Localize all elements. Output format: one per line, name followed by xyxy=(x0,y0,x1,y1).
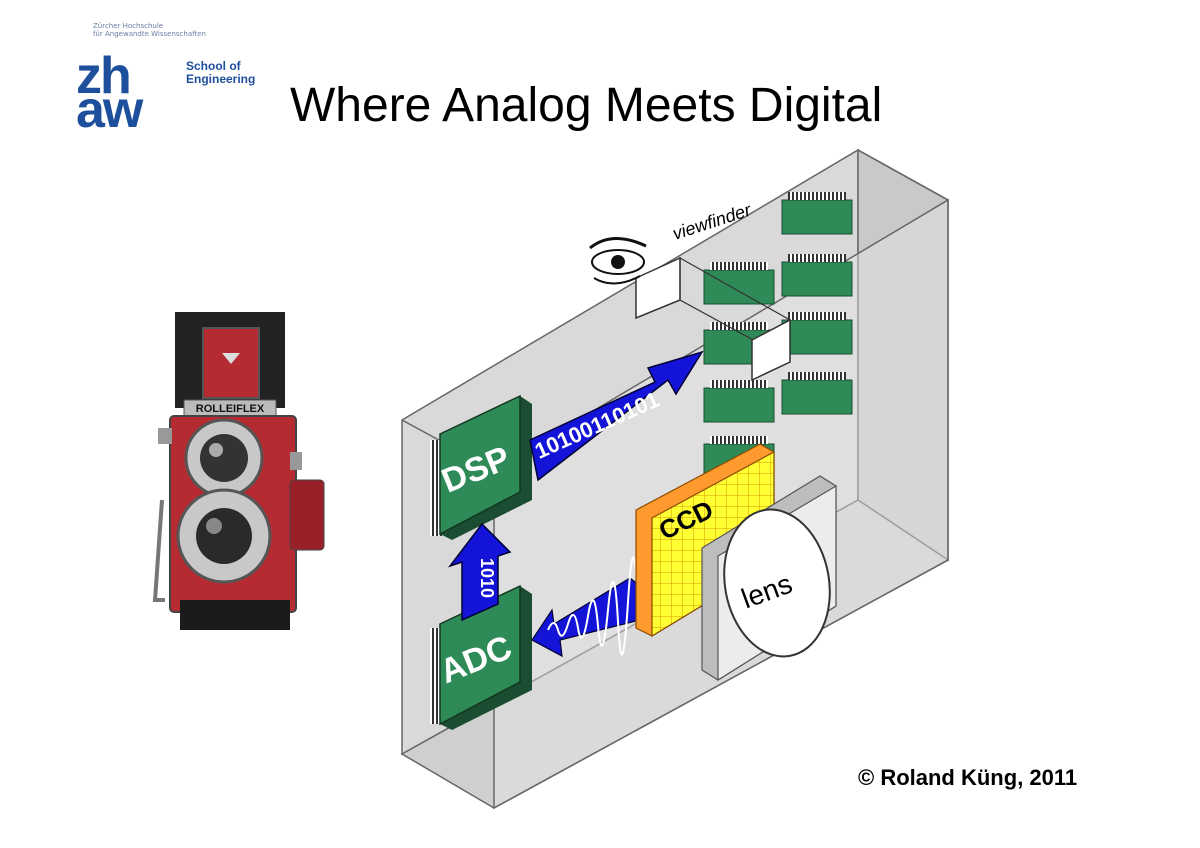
lens-disk xyxy=(723,508,831,658)
camera-lens-glint-2 xyxy=(206,518,222,534)
rolleiflex-camera-image: ROLLEIFLEX xyxy=(152,312,325,630)
memory-chip xyxy=(781,312,853,355)
memory-chip xyxy=(781,192,853,235)
camera-base xyxy=(180,600,290,630)
bits-vertical-label: 1010 xyxy=(477,558,497,598)
camera-brand-label: ROLLEIFLEX xyxy=(196,403,265,415)
logo-school-line1: School of xyxy=(186,59,241,73)
memory-chip xyxy=(703,262,775,305)
logo-aw: aw xyxy=(76,81,143,139)
memory-chips xyxy=(703,192,853,479)
logo-institution-line1: Zürcher Hochschule xyxy=(93,22,164,30)
logo-institution-line2: für Angewandte Wissenschaften xyxy=(93,30,206,38)
camera-strap xyxy=(152,499,165,602)
lens-element: lens xyxy=(701,475,837,682)
camera-knob xyxy=(290,452,302,470)
analog-waveform xyxy=(547,556,639,656)
memory-chip xyxy=(703,380,775,423)
logo-school-line2: Engineering xyxy=(186,72,256,86)
camera-taking-lens xyxy=(196,508,252,564)
camera-viewing-lens xyxy=(200,434,248,482)
digital-data-arrow-to-dsp: 1010 xyxy=(447,522,512,622)
dsp-chip: DSP xyxy=(430,394,532,540)
viewfinder-mirror xyxy=(751,318,791,382)
camera-side-crank xyxy=(289,479,325,551)
eye-icon xyxy=(589,237,647,285)
logo-zh: zh xyxy=(76,47,132,105)
camera-lens-glint xyxy=(209,443,223,457)
copyright-notice: © Roland Küng, 2011 xyxy=(858,765,1078,790)
camera-emblem-icon xyxy=(222,353,240,364)
slide-title: Where Analog Meets Digital xyxy=(290,79,883,132)
adc-chip: ADC xyxy=(430,584,532,730)
dsp-chip-face xyxy=(439,394,521,536)
camera-strap-lug-left xyxy=(158,428,172,444)
memory-chip xyxy=(781,254,853,297)
memory-chip xyxy=(781,372,853,415)
analog-signal-arrow xyxy=(531,556,641,658)
